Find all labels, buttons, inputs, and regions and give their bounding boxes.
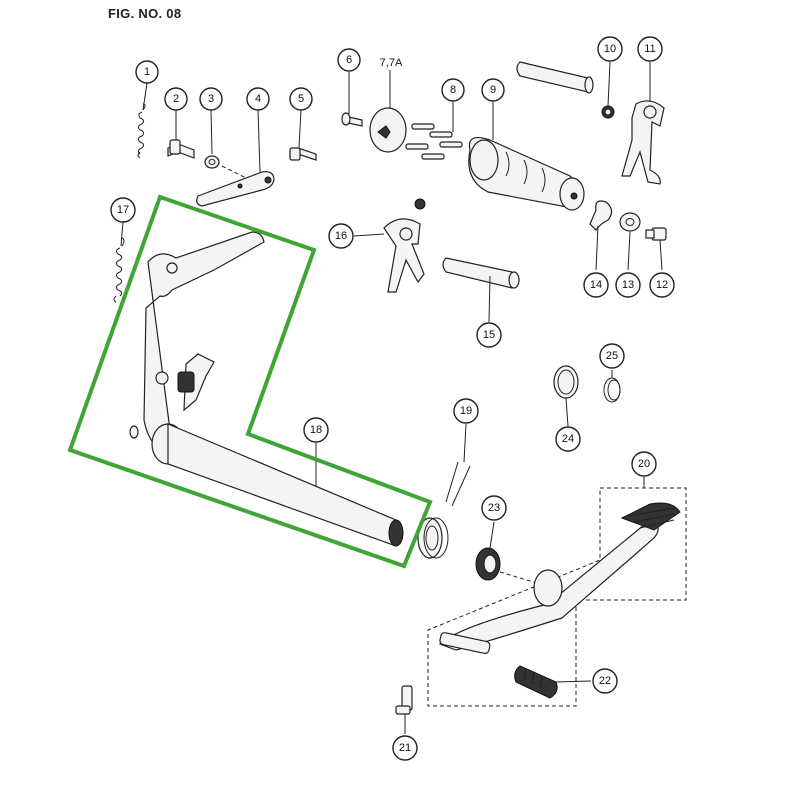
svg-text:3: 3 bbox=[208, 93, 214, 105]
part-3-washer bbox=[204, 155, 220, 169]
callout-1: 1 bbox=[135, 60, 159, 84]
callout-25: 25 bbox=[599, 343, 625, 369]
callout-20: 20 bbox=[631, 451, 657, 477]
leader-lines bbox=[120, 61, 663, 734]
svg-text:7,7A: 7,7A bbox=[380, 57, 403, 69]
callout-5: 5 bbox=[289, 87, 313, 111]
part-1-spring bbox=[137, 103, 146, 159]
svg-text:16: 16 bbox=[335, 230, 347, 242]
callout-15: 15 bbox=[476, 322, 502, 348]
svg-text:25: 25 bbox=[606, 350, 618, 362]
assembly-line bbox=[499, 571, 541, 585]
callout-4: 4 bbox=[246, 87, 270, 111]
svg-text:10: 10 bbox=[604, 43, 616, 55]
callout-8: 8 bbox=[441, 78, 465, 102]
highlight-outline-part-18 bbox=[67, 194, 433, 569]
part-9-shift-drum bbox=[468, 137, 585, 211]
part-21-bolt bbox=[395, 685, 413, 715]
svg-text:21: 21 bbox=[399, 742, 411, 754]
callout-19: 19 bbox=[453, 398, 479, 424]
callout-23: 23 bbox=[481, 495, 507, 521]
part-17-spring bbox=[113, 237, 125, 303]
svg-text:9: 9 bbox=[490, 84, 496, 96]
callout-22: 22 bbox=[592, 668, 618, 694]
part-20-gear-pedal bbox=[427, 487, 687, 707]
part-5-stud-bolt bbox=[289, 147, 317, 161]
svg-text:14: 14 bbox=[590, 279, 602, 291]
part-10-ring bbox=[601, 105, 615, 119]
part-4-lever-plate bbox=[196, 171, 275, 207]
part-25-circlip bbox=[603, 377, 621, 403]
svg-text:22: 22 bbox=[599, 675, 611, 687]
part-12-bolt bbox=[645, 227, 667, 241]
callout-14: 14 bbox=[583, 272, 609, 298]
part-2-bolt bbox=[167, 139, 195, 159]
svg-text:24: 24 bbox=[562, 433, 574, 445]
callout-2: 2 bbox=[164, 87, 188, 111]
part-7-star-plate bbox=[369, 107, 407, 153]
part-22-pedal-rubber bbox=[514, 665, 558, 699]
callout-24: 24 bbox=[555, 426, 581, 452]
svg-text:17: 17 bbox=[117, 204, 129, 216]
callout-6: 6 bbox=[337, 48, 361, 72]
callout-9: 9 bbox=[481, 78, 505, 102]
callout-11: 11 bbox=[637, 36, 663, 62]
part-15-shaft bbox=[442, 257, 520, 289]
callout-13: 13 bbox=[615, 272, 641, 298]
part-14-clip bbox=[589, 200, 613, 231]
callout-10: 10 bbox=[597, 36, 623, 62]
part-18-gearshift-shaft bbox=[129, 231, 404, 547]
svg-text:18: 18 bbox=[310, 424, 322, 436]
svg-text:6: 6 bbox=[346, 54, 352, 66]
svg-text:4: 4 bbox=[255, 93, 261, 105]
callout-7-7a: 7,7A bbox=[380, 57, 403, 69]
part-24-o-ring bbox=[553, 365, 579, 399]
svg-text:5: 5 bbox=[298, 93, 304, 105]
svg-text:11: 11 bbox=[644, 43, 655, 55]
svg-text:19: 19 bbox=[460, 405, 472, 417]
part-11-shift-fork bbox=[621, 100, 665, 185]
callout-3: 3 bbox=[199, 87, 223, 111]
svg-text:15: 15 bbox=[483, 329, 495, 341]
svg-text:12: 12 bbox=[656, 279, 668, 291]
callout-17: 17 bbox=[110, 197, 136, 223]
callout-16: 16 bbox=[328, 223, 354, 249]
assembly-line bbox=[221, 165, 247, 179]
part-19-torsion-spring bbox=[417, 461, 471, 559]
part-6-screw bbox=[341, 112, 363, 127]
part-shaft-upper bbox=[516, 61, 594, 94]
figure-title: FIG. NO. 08 bbox=[108, 6, 182, 21]
part-23-oil-seal bbox=[475, 547, 501, 581]
svg-text:2: 2 bbox=[173, 93, 179, 105]
svg-text:13: 13 bbox=[622, 279, 634, 291]
svg-text:23: 23 bbox=[488, 502, 500, 514]
svg-text:20: 20 bbox=[638, 458, 650, 470]
part-16-shift-fork bbox=[383, 198, 426, 293]
svg-text:1: 1 bbox=[144, 66, 150, 78]
callout-12: 12 bbox=[649, 272, 675, 298]
callout-18: 18 bbox=[303, 417, 329, 443]
callout-21: 21 bbox=[392, 735, 418, 761]
part-8-pins bbox=[405, 123, 463, 160]
svg-text:8: 8 bbox=[450, 84, 456, 96]
part-13-washer bbox=[619, 212, 641, 232]
